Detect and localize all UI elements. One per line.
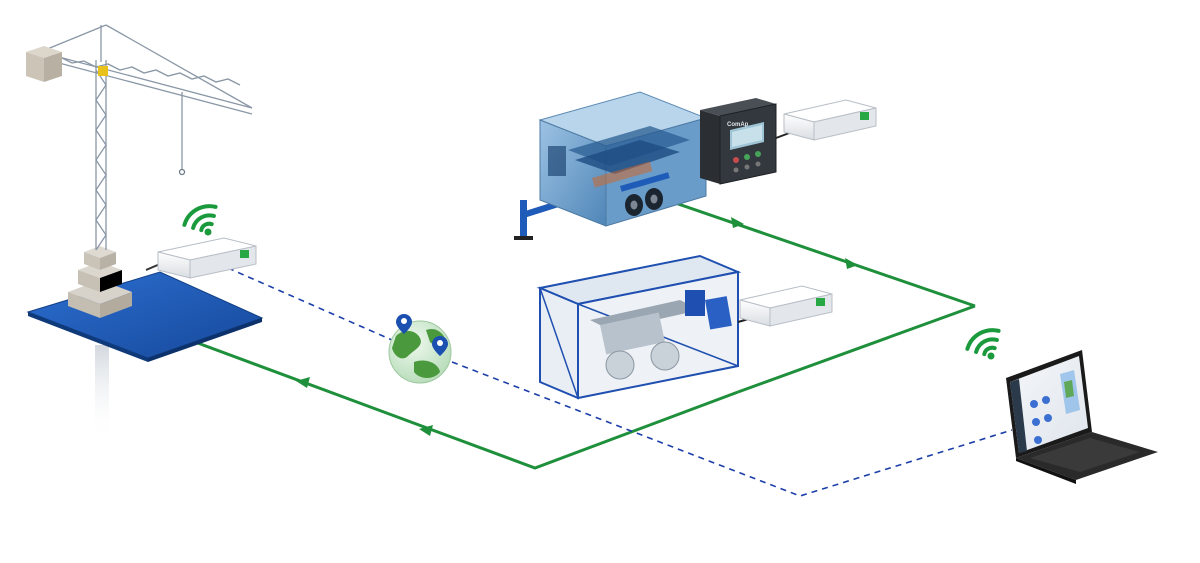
data-line-globe-to-laptop (451, 361, 1013, 497)
power-line-generator (654, 194, 976, 308)
crane-hook (178, 168, 186, 176)
gateway-status-icon (240, 250, 249, 258)
gateway-box-skid (739, 285, 833, 327)
data-line-crane-to-globe (227, 267, 393, 341)
crane-reflection (95, 345, 109, 440)
gateway-box-crane (145, 237, 257, 279)
generator-trailer-icon (514, 91, 708, 240)
container-genset-icon (536, 254, 753, 400)
controller-brand: ComAp (727, 122, 749, 128)
power-arrow (731, 217, 744, 228)
crane-counterweight (26, 46, 62, 82)
power-arrow (296, 377, 310, 388)
power-line-to-platform (194, 340, 739, 470)
gateway-status-icon (860, 112, 869, 120)
site-platform (26, 271, 264, 359)
gateway-status-icon (816, 298, 825, 306)
power-arrow (845, 258, 858, 269)
site-platform-edge (148, 318, 262, 362)
wifi-icon (182, 204, 218, 236)
site-platform-edge (28, 312, 148, 362)
crane-cab (98, 66, 108, 76)
power-arrow (419, 425, 433, 436)
location-pin-icon (396, 314, 412, 334)
location-pin-icon (432, 336, 448, 356)
laptop-dashboard-icon[interactable] (1006, 350, 1158, 484)
crane-base (68, 246, 132, 318)
genset-controller-icon: ComAp (700, 98, 793, 185)
tower-crane-icon (39, 24, 253, 251)
wifi-icon (965, 328, 1001, 360)
power-lines (194, 194, 976, 470)
power-line-skid (737, 304, 976, 394)
crane-site (26, 24, 264, 440)
gateway-box-generator (783, 99, 877, 141)
data-lines (227, 267, 1013, 497)
globe-with-pins-icon (388, 314, 452, 384)
